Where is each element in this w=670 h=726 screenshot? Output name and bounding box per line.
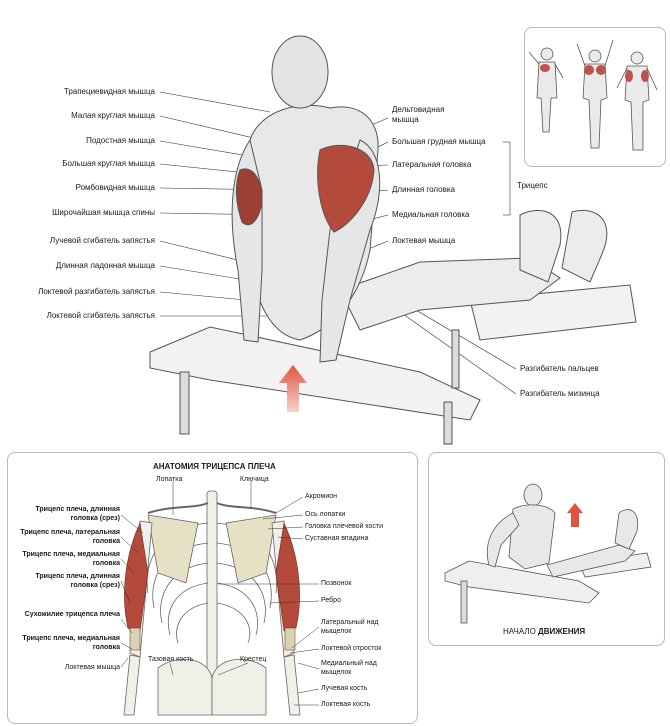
label-trapezius: Трапециевидная мышца xyxy=(63,87,155,96)
anatomy-label-humeral-head: Головка плечевой кости xyxy=(305,523,384,530)
anatomy-label-scapula: Лопатка xyxy=(156,476,183,483)
label-extensor-digiti-minimi: Разгибатель мизинца xyxy=(520,389,600,398)
anatomy-label-triceps-tendon: Сухожилие трицепса плеча xyxy=(24,611,120,618)
anatomy-label-medial-head: Трицепс плеча, медиальная головка xyxy=(22,551,120,567)
label-deltoid-2: мышца xyxy=(392,115,419,124)
label-rhomboid: Ромбовидная мышца xyxy=(75,183,155,192)
anatomy-label-ulna: Локтевая кость xyxy=(321,701,371,708)
label-infraspinatus: Подостная мышца xyxy=(86,136,155,145)
anatomy-label-pelvis: Тазовая кость xyxy=(148,656,194,663)
label-palmaris-longus: Длинная ладонная мышца xyxy=(55,261,155,270)
start-panel-caption: НАЧАЛО ДВИЖЕНИЯ xyxy=(503,627,585,636)
start-caption-normal: НАЧАЛО xyxy=(503,627,539,636)
anatomy-label-rib: Ребро xyxy=(321,597,341,604)
skeleton-illustration xyxy=(120,481,320,716)
label-deltoid-1: Дельтовидная xyxy=(392,105,445,114)
triceps-anatomy-panel: АНАТОМИЯ ТРИЦЕПСА ПЛЕЧА xyxy=(7,452,418,724)
anatomy-label-medial-epicondyle: Медиальный над мыщелок xyxy=(321,660,377,676)
anatomy-label-sacrum: Крестец xyxy=(240,656,267,663)
anatomy-label-radius: Лучевая кость xyxy=(321,685,368,692)
anatomy-label-lateral-epicondyle: Латеральный над мыщелок xyxy=(321,619,379,635)
anatomy-label-acromion: Акромион xyxy=(305,493,337,500)
start-position-panel: НАЧАЛО ДВИЖЕНИЯ xyxy=(428,452,665,646)
anatomy-label-glenoid-cavity: Суставная впадина xyxy=(305,535,369,542)
anatomy-label-anconeus: Локтевая мышца xyxy=(64,664,120,671)
label-triceps: Трицепс xyxy=(517,181,548,190)
anatomy-label-vertebra: Позвонок xyxy=(321,580,352,587)
anatomy-label-clavicle: Ключица xyxy=(240,476,269,483)
main-push-arrow xyxy=(279,365,307,412)
anatomy-label-scapular-spine: Ось лопатки xyxy=(305,511,346,518)
label-teres-major: Большая круглая мышца xyxy=(62,159,155,168)
label-pectoralis-major: Большая грудная мышца xyxy=(392,137,486,146)
main-figure-legs xyxy=(339,209,608,331)
label-extensor-digitorum: Разгибатель пальцев xyxy=(520,364,599,373)
label-flexor-carpi-ulnaris: Локтевой сгибатель запястья xyxy=(46,311,155,320)
anatomy-label-long-head-cut-2: Трицепс плеча, длинная головка (срез) xyxy=(35,573,120,589)
anatomy-panel-title: АНАТОМИЯ ТРИЦЕПСА ПЛЕЧА xyxy=(153,462,276,471)
label-long-head: Длинная головка xyxy=(392,185,455,194)
anatomy-label-medial-head-2: Трицепс плеча, медиальная головка xyxy=(22,635,120,651)
label-anconeus: Локтевая мышца xyxy=(392,236,456,245)
label-flexor-carpi-radialis: Лучевой сгибатель запястья xyxy=(49,236,155,245)
label-medial-head: Медиальная головка xyxy=(392,210,470,219)
start-caption-bold: ДВИЖЕНИЯ xyxy=(538,627,586,636)
label-teres-minor: Малая круглая мышца xyxy=(71,111,155,120)
figures-inset-panel xyxy=(524,27,666,167)
three-figures-illustration xyxy=(528,39,658,151)
label-extensor-carpi-ulnaris: Локтевой разгибатель запястья xyxy=(38,287,155,296)
anatomy-label-olecranon: Локтевой отросток xyxy=(321,645,382,652)
label-lateral-head: Латеральная головка xyxy=(392,160,472,169)
main-figure-torso xyxy=(231,35,381,363)
anatomy-label-long-head-cut: Трицепс плеча, длинная головка (срез) xyxy=(35,506,120,522)
label-latissimus: Широчайшая мышца спины xyxy=(52,208,155,217)
start-position-illustration xyxy=(444,483,652,624)
anatomy-label-lateral-head: Трицепс плеча, латеральная головка xyxy=(20,529,120,545)
